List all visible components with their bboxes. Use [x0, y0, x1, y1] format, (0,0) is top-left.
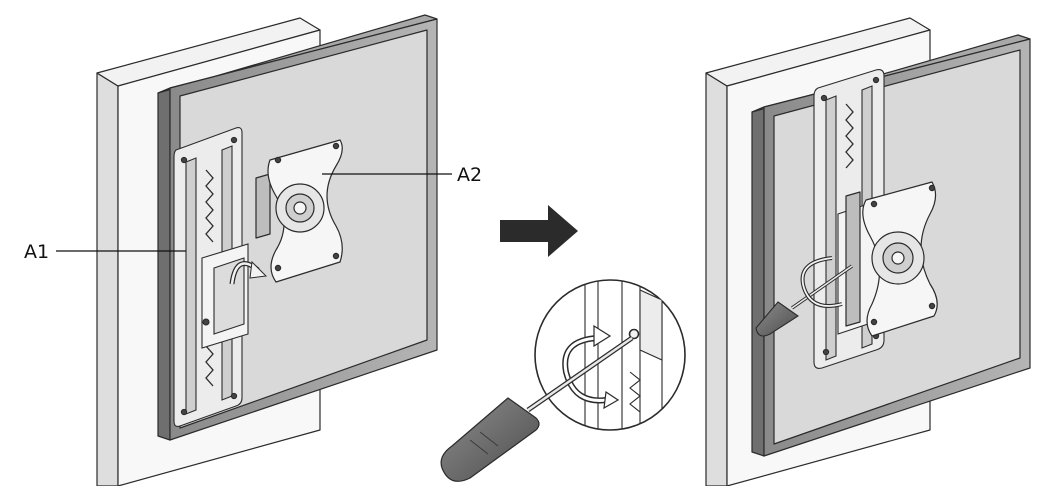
right-illustration [705, 17, 1031, 486]
label-a1: A1 [24, 241, 49, 263]
screwdriver-small-icon [755, 264, 854, 337]
screwdriver-icon [440, 335, 634, 482]
label-a2: A2 [457, 164, 482, 186]
next-step-arrow-icon [500, 205, 578, 257]
back-plate-a1 [173, 127, 249, 427]
vesa-bracket-a2 [255, 139, 343, 283]
vesa-bracket-mounted [845, 181, 938, 337]
left-illustration: A2 A1 [24, 14, 482, 486]
